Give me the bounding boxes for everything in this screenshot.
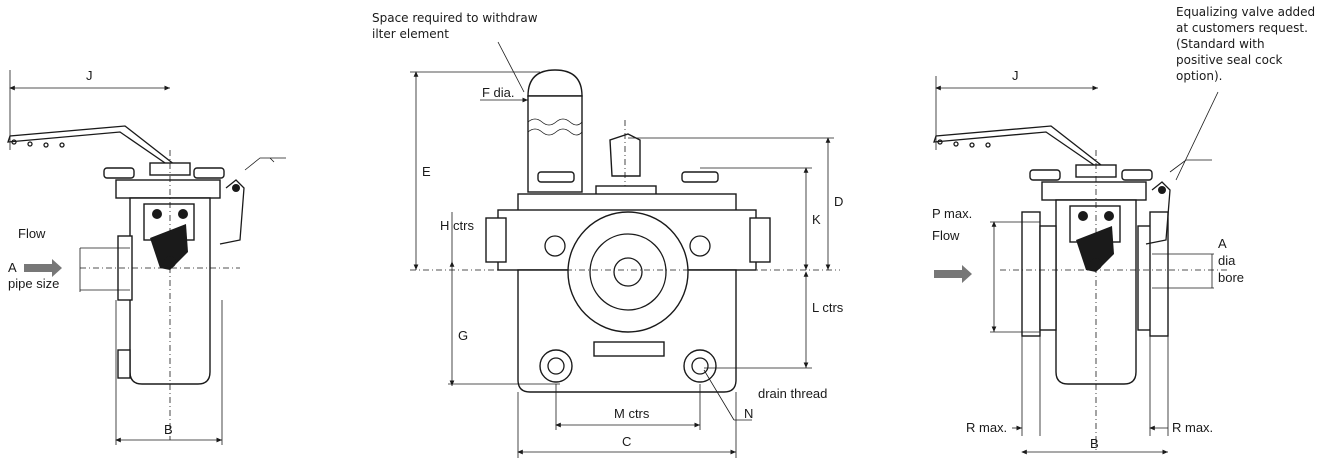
left-pipe-size-label: pipe size bbox=[8, 276, 59, 291]
space-note-line1: Space required to withdraw bbox=[372, 11, 538, 25]
right-b-label: B bbox=[1090, 436, 1099, 451]
n-label: N bbox=[744, 406, 753, 421]
eq-note-line3: (Standard with bbox=[1176, 37, 1265, 51]
right-a-label: A bbox=[1218, 236, 1227, 251]
d-label: D bbox=[834, 194, 843, 209]
eq-note-line5: option). bbox=[1176, 69, 1222, 83]
left-flow-label: Flow bbox=[18, 226, 46, 241]
c-label: C bbox=[622, 434, 631, 449]
left-j-label: J bbox=[86, 68, 93, 83]
r-max-left-label: R max. bbox=[966, 420, 1007, 435]
left-side-view: J Flow A pipe size B bbox=[7, 68, 286, 445]
space-note-line2: ilter element bbox=[372, 27, 449, 41]
k-label: K bbox=[812, 212, 821, 227]
e-label: E bbox=[422, 164, 431, 179]
right-j-label: J bbox=[1012, 68, 1019, 83]
g-label: G bbox=[458, 328, 468, 343]
eq-note-line1: Equalizing valve added bbox=[1176, 5, 1315, 19]
drain-thread-label: drain thread bbox=[758, 386, 827, 401]
h-ctrs-label: H ctrs bbox=[440, 218, 474, 233]
right-dia-label: dia bbox=[1218, 253, 1236, 268]
right-bore-label: bore bbox=[1218, 270, 1244, 285]
f-dia-label: F dia. bbox=[482, 85, 515, 100]
eq-note-line2: at customers request. bbox=[1176, 21, 1308, 35]
r-max-right-label: R max. bbox=[1172, 420, 1213, 435]
eq-note-line4: positive seal cock bbox=[1176, 53, 1283, 67]
left-b-label: B bbox=[164, 422, 173, 437]
l-ctrs-label: L ctrs bbox=[812, 300, 844, 315]
left-a-label: A bbox=[8, 260, 17, 275]
right-side-view: Equalizing valve added at customers requ… bbox=[932, 5, 1315, 455]
right-flow-label: Flow bbox=[932, 228, 960, 243]
m-ctrs-label: M ctrs bbox=[614, 406, 650, 421]
p-max-label: P max. bbox=[932, 206, 972, 221]
center-front-view: Space required to withdraw ilter element bbox=[372, 11, 844, 458]
